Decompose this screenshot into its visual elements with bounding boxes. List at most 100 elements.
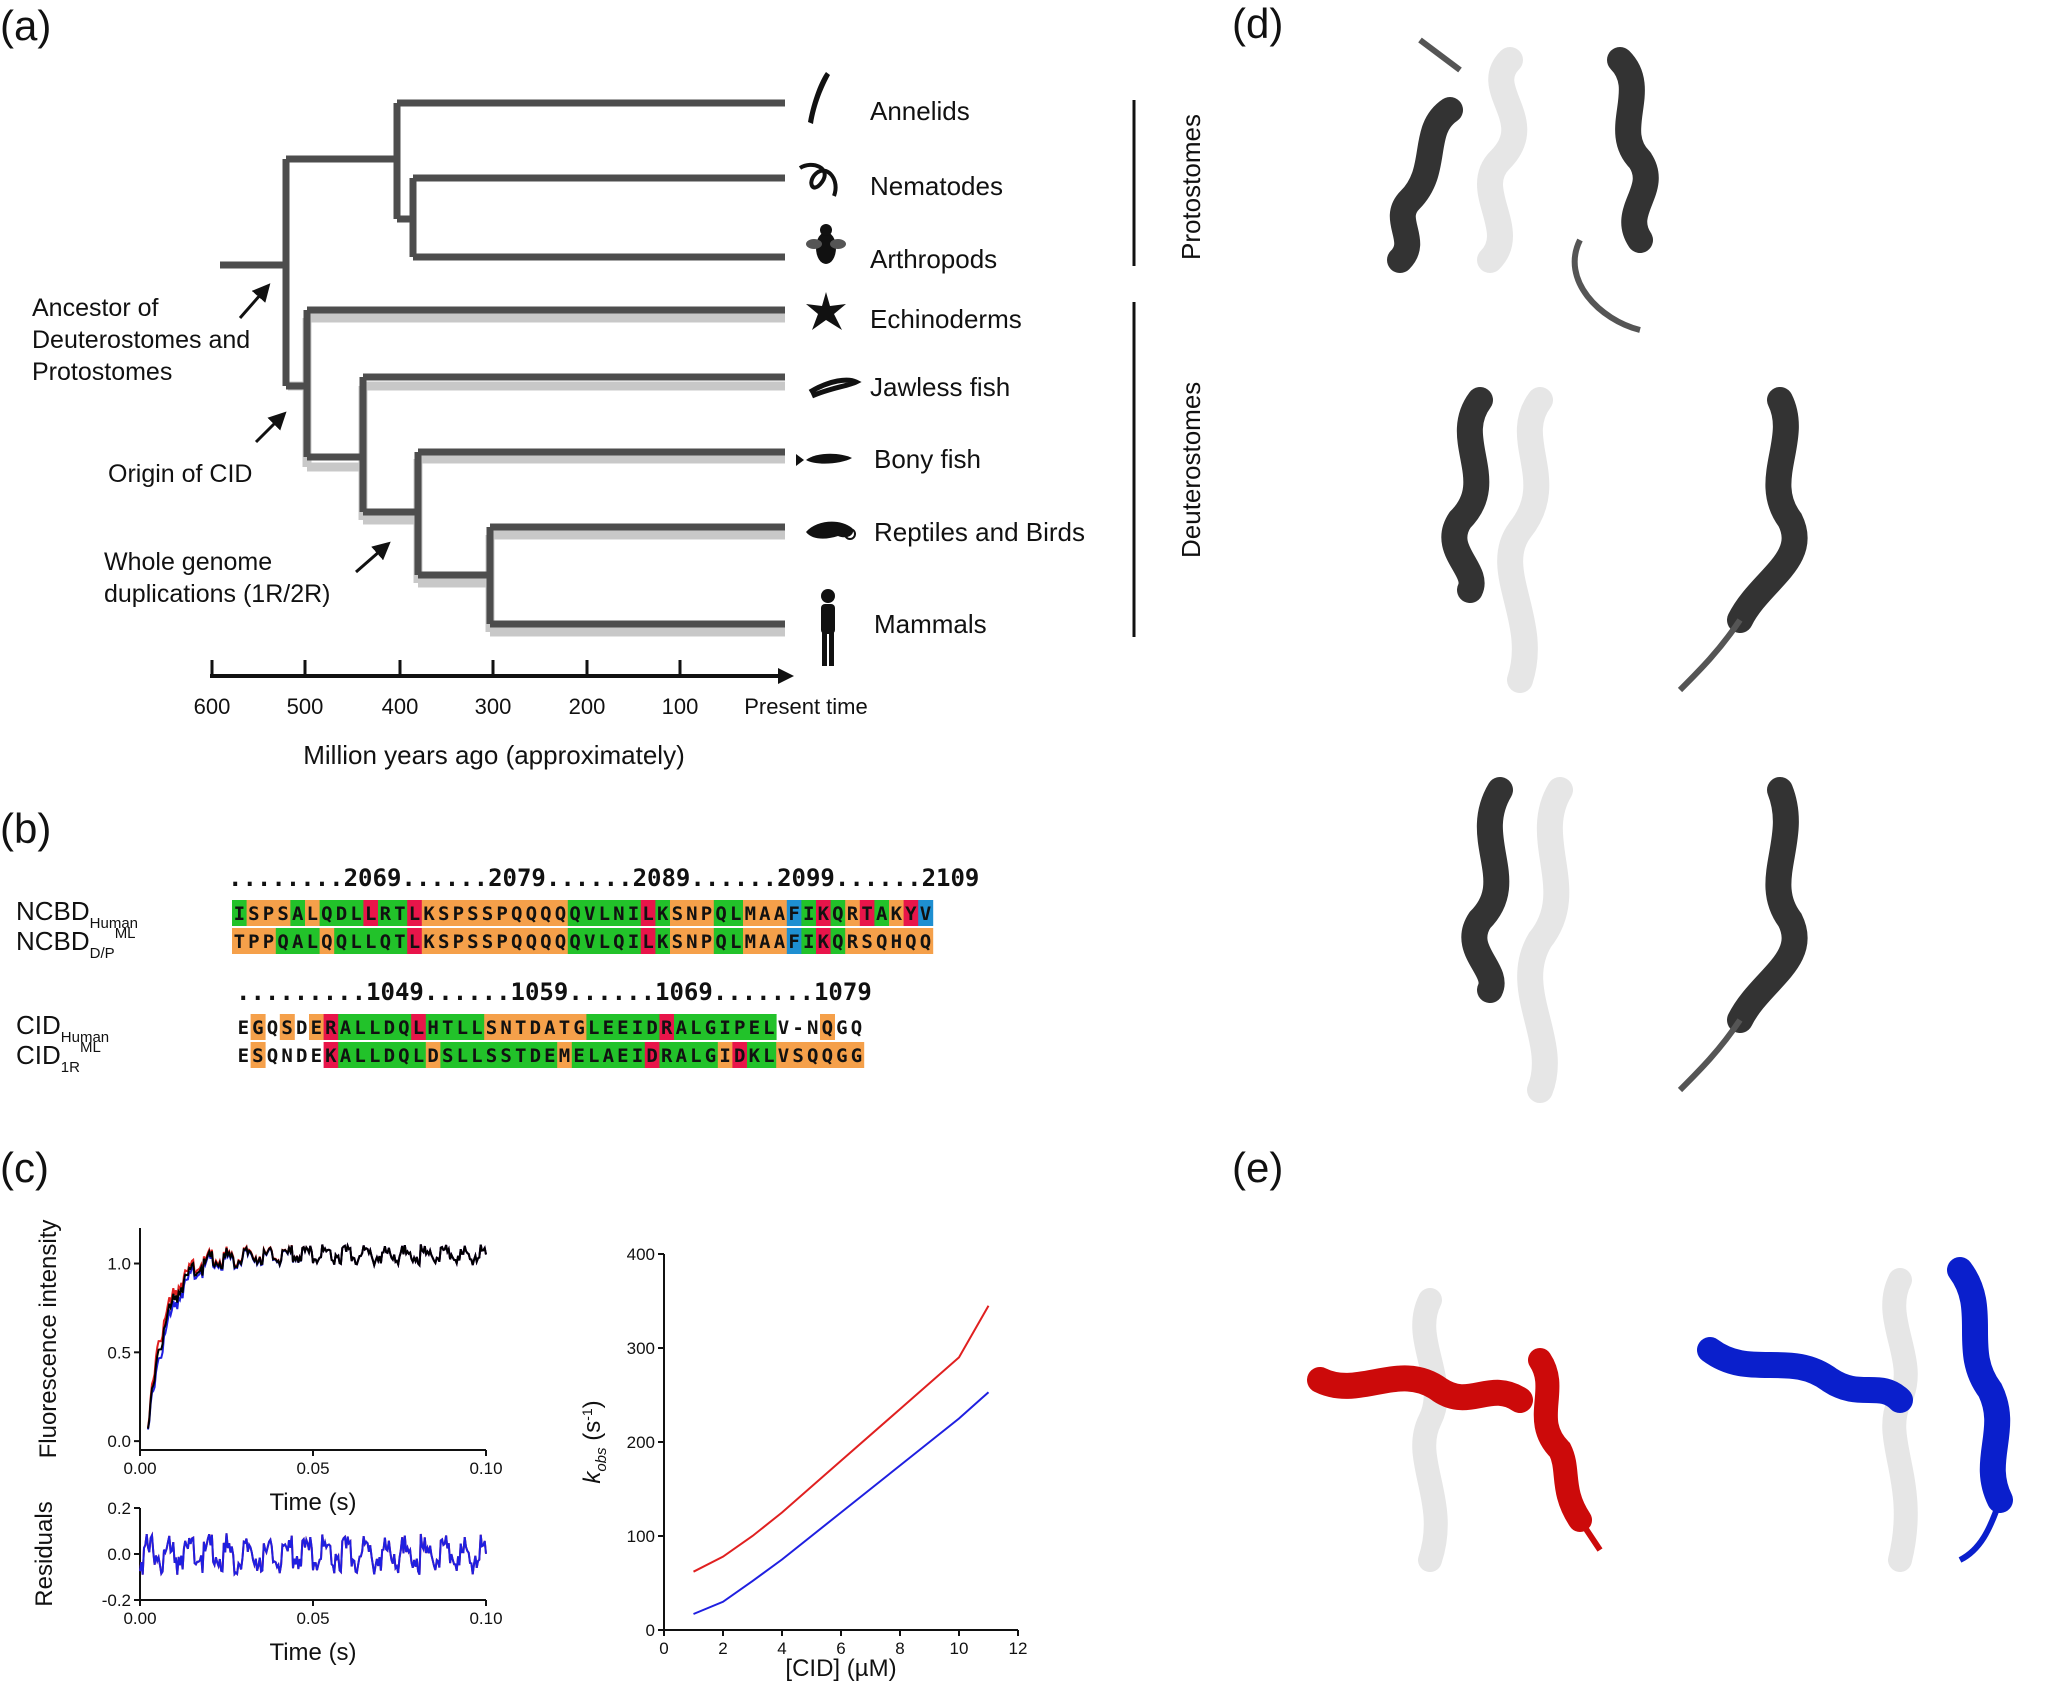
time-axis-ticks — [210, 660, 682, 676]
residue-letter: L — [763, 1017, 774, 1039]
residue-highlight — [451, 928, 466, 954]
residue-letter: I — [803, 903, 814, 925]
residue-highlight — [480, 900, 496, 926]
structure-overlay-bottom — [1461, 777, 1808, 1103]
residue-letter: L — [588, 1045, 599, 1067]
series-line — [147, 1242, 487, 1429]
tree-branches — [220, 99, 785, 628]
residue-letter: G — [836, 1017, 847, 1039]
residue-highlight — [757, 900, 773, 926]
x-tick-label: 12 — [1009, 1639, 1028, 1658]
residue-letter: I — [628, 931, 639, 953]
residue-highlight — [889, 900, 904, 926]
residue-letter: K — [749, 1045, 761, 1067]
residue-letter: D — [384, 1017, 395, 1039]
residue-letter: G — [705, 1017, 716, 1039]
residue-highlight — [290, 900, 306, 926]
residue-highlight — [538, 900, 554, 926]
residue-highlight — [542, 1014, 558, 1040]
residue-letter: L — [642, 903, 653, 925]
residue-letter: T — [861, 903, 872, 925]
residue-highlight — [874, 900, 890, 926]
residue-letter: A — [759, 931, 771, 953]
residue-letter: P — [496, 903, 507, 925]
residue-letter: Q — [555, 931, 566, 953]
residue-letter: K — [891, 903, 903, 925]
residue-highlight — [392, 928, 408, 954]
residue-highlight — [498, 1042, 514, 1068]
residue-letter: L — [763, 1045, 774, 1067]
residue-highlight — [790, 1042, 806, 1068]
residue-highlight — [323, 1042, 339, 1068]
x-tick-label: 0.05 — [296, 1609, 329, 1628]
residue-highlight — [275, 928, 291, 954]
residue-highlight — [728, 928, 744, 954]
residue-letter: - — [792, 1017, 803, 1039]
residue-letter: L — [350, 931, 361, 953]
residue-letter: S — [486, 1017, 497, 1039]
time-tick-label: 600 — [194, 694, 231, 719]
residue-highlight — [703, 1042, 719, 1068]
residue-letter: L — [457, 1045, 468, 1067]
y-tick-label: 200 — [627, 1433, 655, 1452]
residue-highlight — [513, 1042, 529, 1068]
residue-letter: S — [438, 903, 449, 925]
residue-highlight — [557, 1014, 573, 1040]
residue-letter: K — [423, 903, 435, 925]
residue-highlight — [378, 928, 393, 954]
residue-highlight — [524, 928, 539, 954]
residue-letter: I — [234, 903, 245, 925]
residue-letter: L — [413, 1017, 424, 1039]
residue-letter: A — [603, 1045, 615, 1067]
residue-highlight — [571, 1014, 587, 1040]
residue-highlight — [845, 900, 861, 926]
residue-highlight — [772, 900, 788, 926]
residue-letter: T — [234, 931, 245, 953]
residue-letter: L — [369, 1017, 380, 1039]
residue-letter: N — [281, 1045, 292, 1067]
time-axis-label: Million years ago (approximately) — [303, 740, 684, 770]
residue-letter: Q — [822, 1045, 833, 1067]
residue-letter: L — [409, 903, 420, 925]
residue-highlight — [319, 928, 335, 954]
residue-highlight — [246, 928, 262, 954]
residue-letter: Q — [540, 931, 551, 953]
residue-letter: L — [369, 1045, 380, 1067]
residue-highlight — [845, 928, 861, 954]
residue-highlight — [407, 900, 423, 926]
alignment-ruler-1: ........2069......2079......2089......20… — [228, 864, 979, 892]
residue-highlight — [528, 1014, 543, 1040]
residue-highlight — [820, 1042, 835, 1068]
residue-highlight — [528, 1042, 543, 1068]
residue-letter: K — [657, 903, 669, 925]
residue-letter: L — [413, 1045, 424, 1067]
group-label-deuterostomes: Deuterostomes — [1176, 382, 1206, 558]
time-tick-label: 500 — [287, 694, 324, 719]
residue-letter: D — [336, 903, 347, 925]
residue-letter: Q — [526, 931, 537, 953]
residue-letter: L — [354, 1045, 365, 1067]
annotation-origin-cid: Origin of CID — [108, 460, 252, 488]
residue-highlight — [582, 900, 598, 926]
residue-letter: L — [457, 1017, 468, 1039]
bony-fish-icon — [796, 453, 852, 466]
residue-highlight — [421, 900, 437, 926]
residue-highlight — [743, 900, 758, 926]
residue-highlight — [250, 1014, 266, 1040]
residue-highlight — [290, 928, 306, 954]
residue-highlight — [571, 1042, 587, 1068]
residue-highlight — [367, 1014, 383, 1040]
residue-letter: G — [252, 1017, 263, 1039]
residue-highlight — [421, 928, 437, 954]
residue-letter: L — [642, 931, 653, 953]
residue-letter: G — [705, 1045, 716, 1067]
residue-letter: T — [394, 903, 405, 925]
residue-letter: Q — [715, 903, 726, 925]
residue-letter: S — [467, 931, 478, 953]
arrow-wgd — [355, 541, 391, 574]
residue-letter: L — [730, 931, 741, 953]
residue-letter: L — [471, 1045, 482, 1067]
sequence-alignment: ........2069......2079......2089......20… — [16, 864, 979, 1076]
residue-highlight — [601, 1014, 616, 1040]
